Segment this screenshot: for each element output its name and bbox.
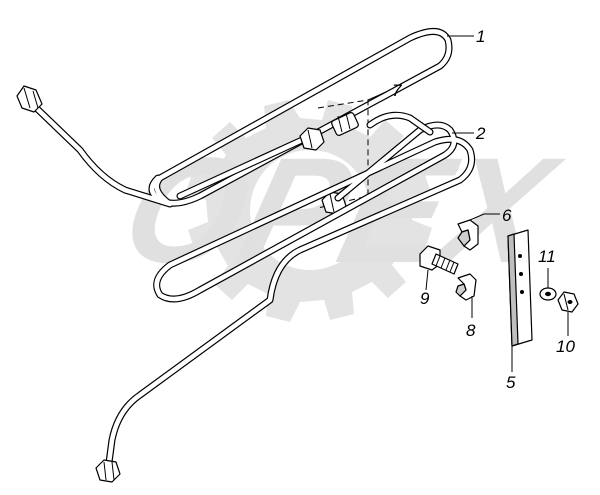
callout-9: 9 (420, 289, 430, 308)
washer-11 (539, 287, 557, 301)
union-fitting (331, 112, 359, 136)
callout-11: 11 (538, 247, 556, 266)
callout-labels: 1 2 5 6 7 8 9 10 11 (392, 27, 575, 392)
tube-nut-upper (299, 127, 325, 151)
callout-6: 6 (502, 206, 512, 225)
callout-1: 1 (476, 27, 485, 46)
callout-8: 8 (466, 321, 476, 340)
callout-10: 10 (556, 337, 575, 356)
bracket-5 (507, 229, 533, 347)
callout-5: 5 (506, 373, 516, 392)
tube-end-nut-bottom (95, 459, 121, 483)
tube-assembly-1 (16, 28, 453, 208)
clip-8 (455, 273, 477, 301)
callout-2: 2 (475, 124, 486, 143)
nut-10 (557, 291, 579, 313)
callout-7: 7 (392, 81, 402, 100)
bolt-9 (419, 245, 459, 275)
tube-assembly-2 (95, 111, 476, 483)
tube-end-nut-left (16, 85, 43, 113)
clip-6 (457, 219, 479, 251)
leader-lines (367, 35, 569, 372)
